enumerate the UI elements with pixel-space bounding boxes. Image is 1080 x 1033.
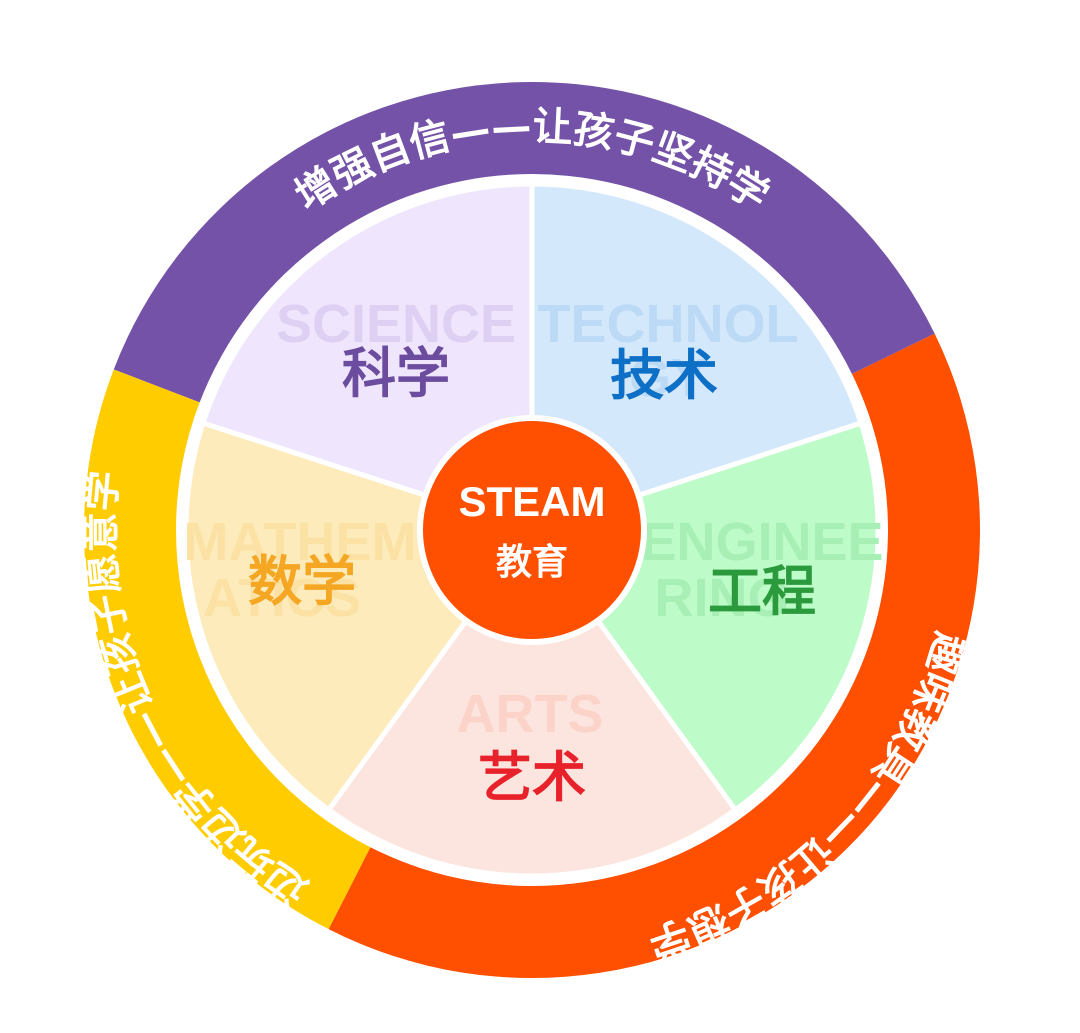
segment-science-en: SCIENCE — [276, 294, 516, 354]
segment-technology — [529, 181, 865, 534]
segment-engineering-cn: 工程 — [708, 560, 816, 623]
segment-technology-cn: 技术 — [610, 344, 718, 407]
segment-arts-en: ARTS — [457, 684, 604, 744]
segment-science-cn: 科学 — [342, 342, 450, 405]
segment-science — [199, 181, 535, 534]
ring-arc-play — [83, 369, 371, 930]
segment-engineering-en-2: RING — [655, 568, 790, 628]
segment-mathematics-en-2: ATICS — [203, 568, 361, 628]
segment-arts — [325, 525, 739, 879]
ring-arc-fun — [328, 333, 980, 979]
segment-engineering-en: ENGINEE — [640, 512, 883, 572]
center-title: STEAM — [459, 478, 606, 525]
segment-mathematics-cn: 数学 — [248, 550, 356, 613]
segment-arts-cn: 艺术 — [478, 746, 586, 809]
center-circle — [417, 415, 647, 645]
ring-arc-confidence — [113, 81, 935, 403]
segment-technology-en: TECHNOL — [538, 294, 799, 354]
segment-technology-en-2: GY — [629, 348, 707, 408]
segment-mathematics-en: MATHEM — [184, 512, 417, 572]
center-subtitle: 教育 — [496, 542, 568, 583]
